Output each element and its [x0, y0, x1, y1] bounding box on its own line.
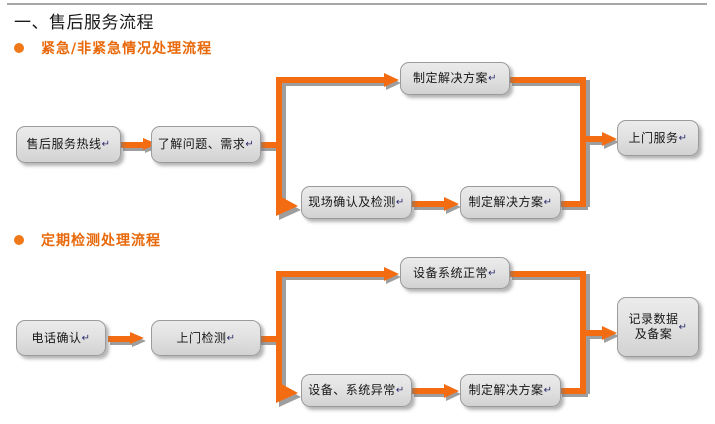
- pilcrow-icon: ↵: [395, 385, 405, 396]
- bullet-dot-icon: [14, 42, 24, 53]
- connector-plan-bottom-to-merge: [560, 201, 586, 207]
- arrow-right-icon: [128, 328, 150, 350]
- section-label-emergency: 紧急/非紧急情况处理流程: [41, 40, 213, 57]
- connector-shadow: [562, 204, 588, 210]
- node-label: 现场确认及检测: [308, 195, 396, 209]
- section-label-periodic: 定期检测处理流程: [41, 232, 161, 249]
- connector-normal-to-merge: [510, 271, 586, 277]
- node-onsite-inspect[interactable]: 上门检测↵: [151, 320, 261, 356]
- connector-merge-to-end: [584, 136, 606, 142]
- node-label: 记录数据 及备案: [628, 312, 679, 341]
- arrow-right-icon: [442, 193, 466, 217]
- node-label: 电话确认: [31, 330, 82, 345]
- connector-to-normal: [276, 271, 388, 277]
- pilcrow-icon: ↵: [678, 132, 688, 144]
- connector-shadow: [280, 274, 286, 392]
- node-service-hotline[interactable]: 售后服务热线↵: [16, 126, 121, 163]
- connector-shadow: [512, 80, 588, 86]
- node-label: 设备系统正常: [413, 265, 489, 280]
- connector-shadow: [123, 145, 151, 151]
- connector-shadow: [110, 339, 138, 345]
- connector-to-plan-top: [276, 77, 388, 83]
- page-title: 一、售后服务流程: [14, 13, 154, 33]
- connector-abnormal-to-plan: [412, 388, 448, 394]
- connector-understand-to-split: [259, 142, 281, 148]
- connector-plan-to-merge-2: [560, 388, 586, 394]
- connector-call-to-inspect: [108, 336, 134, 342]
- pilcrow-icon: ↵: [488, 73, 497, 84]
- connector-shadow: [280, 274, 395, 280]
- connector-shadow: [586, 139, 608, 145]
- connector-shadow: [414, 204, 452, 210]
- pilcrow-icon: ↵: [678, 321, 688, 333]
- node-label: 设备、系统异常: [308, 383, 396, 397]
- arrow-right-icon: [382, 263, 406, 287]
- header-divider: [7, 3, 707, 5]
- connector-shadow: [280, 80, 395, 86]
- connector-plan-top-to-merge: [510, 77, 586, 83]
- connector-shadow: [512, 274, 588, 280]
- node-label: 制定解决方案: [468, 383, 544, 397]
- connector-split-trunk-2: [276, 271, 282, 391]
- arrow-right-icon: [442, 380, 466, 404]
- connector-start-to-understand: [121, 142, 147, 148]
- node-plan-solution-top[interactable]: 制定解决方案↵: [400, 62, 510, 95]
- connector-shadow: [261, 339, 283, 345]
- pilcrow-icon: ↵: [488, 267, 497, 279]
- arrow-right-icon: [274, 192, 308, 220]
- connector-shadow: [261, 145, 283, 151]
- node-label: 了解问题、需求: [157, 137, 246, 151]
- section-heading-emergency: 紧急/非紧急情况处理流程: [14, 37, 212, 58]
- pilcrow-icon: ↵: [245, 139, 255, 150]
- node-label: 售后服务热线: [26, 137, 102, 151]
- pilcrow-icon: ↵: [101, 139, 111, 150]
- arrow-right-icon: [382, 69, 406, 93]
- node-label: 制定解决方案: [468, 195, 544, 209]
- node-onsite-confirm-check[interactable]: 现场确认及检测↵: [301, 186, 412, 219]
- connector-merge-trunk: [580, 77, 586, 207]
- arrow-right-icon: [600, 322, 624, 346]
- node-label: 上门检测: [176, 330, 227, 345]
- pilcrow-icon: ↵: [395, 197, 405, 208]
- node-understand-needs[interactable]: 了解问题、需求↵: [151, 126, 261, 163]
- node-label: 制定解决方案: [413, 71, 489, 85]
- arrow-right-icon: [600, 128, 624, 152]
- connector-split-trunk: [276, 77, 282, 205]
- connector-shadow: [414, 391, 452, 397]
- pilcrow-icon: ↵: [81, 332, 91, 344]
- connector-merge-trunk-2: [580, 271, 586, 394]
- node-label: 上门服务: [628, 130, 679, 145]
- node-equipment-abnormal[interactable]: 设备、系统异常↵: [301, 374, 412, 407]
- node-plan-solution-periodic[interactable]: 制定解决方案↵: [460, 374, 561, 407]
- connector-shadow: [562, 391, 588, 397]
- connector-inspect-to-split: [259, 336, 281, 342]
- pilcrow-icon: ↵: [226, 332, 236, 344]
- connector-shadow: [586, 333, 608, 339]
- connector-onsite-to-plan: [412, 201, 448, 207]
- section-heading-periodic: 定期检测处理流程: [14, 229, 161, 250]
- node-plan-solution-bottom[interactable]: 制定解决方案↵: [460, 186, 561, 219]
- connector-merge-to-record: [584, 330, 606, 336]
- pilcrow-icon: ↵: [543, 197, 553, 208]
- arrow-right-icon: [274, 379, 308, 407]
- node-phone-confirm[interactable]: 电话确认↵: [16, 320, 106, 356]
- node-equipment-normal[interactable]: 设备系统正常↵: [400, 257, 510, 289]
- bullet-dot-icon: [14, 234, 24, 245]
- connector-shadow: [280, 80, 286, 206]
- pilcrow-icon: ↵: [543, 385, 553, 396]
- node-record-data-archive[interactable]: 记录数据 及备案↵: [617, 297, 699, 357]
- node-onsite-service[interactable]: 上门服务↵: [617, 120, 699, 156]
